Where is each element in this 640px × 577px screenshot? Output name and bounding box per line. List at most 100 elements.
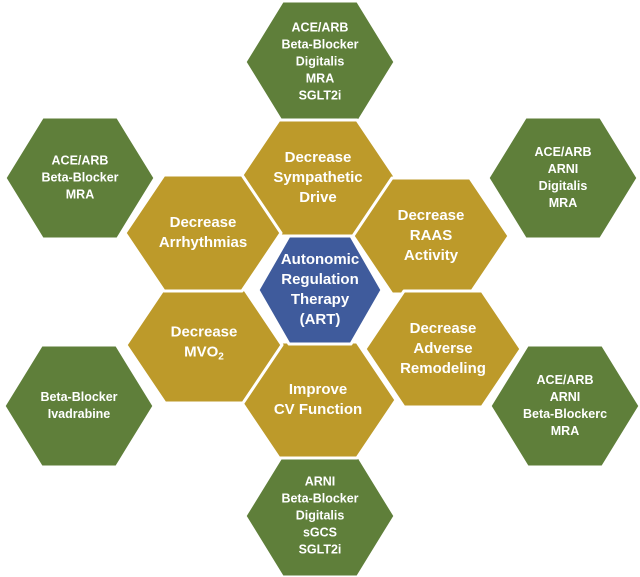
therapy-label-lower-right-text: ARNI	[549, 390, 581, 404]
effect-label-sympathetic-text: Drive	[299, 189, 337, 206]
effect-label-raas-line: Decrease	[398, 206, 465, 226]
center-label-art-line: (ART)	[281, 310, 359, 330]
center-label-art-text: (ART)	[299, 311, 341, 328]
effect-label-sympathetic-line: Decrease	[273, 148, 362, 168]
therapy-label-top-line: Digitalis	[281, 54, 358, 71]
therapy-label-lower-right-text: MRA	[550, 424, 580, 438]
therapy-label-upper-left-text: ACE/ARB	[51, 153, 109, 168]
therapy-label-lower-right-line: MRA	[523, 423, 607, 440]
therapy-label-lower-right-line: ACE/ARB	[523, 372, 607, 389]
therapy-hex-upper-left	[3, 115, 157, 241]
therapy-label-top-line: ACE/ARB	[281, 20, 358, 37]
therapy-label-bottom-text: Digitalis	[295, 508, 345, 523]
therapy-hex-lower-left	[2, 343, 156, 469]
effect-label-mvo2-text: Decrease	[170, 323, 238, 341]
therapy-label-upper-left-line: ACE/ARB	[41, 153, 118, 170]
therapy-label-upper-left-line: Beta-Blocker	[41, 170, 118, 187]
effect-label-sympathetic-line: Drive	[273, 188, 362, 208]
therapy-label-top-text: MRA	[305, 71, 335, 86]
center-hex-art	[256, 234, 384, 346]
effect-label-remodeling-text: Remodeling	[400, 360, 486, 377]
therapy-label-bottom-line: sGCS	[281, 525, 358, 542]
therapy-label-upper-left-line: MRA	[41, 187, 118, 204]
therapy-label-bottom-line: Beta-Blocker	[281, 491, 358, 508]
therapy-hex-upper-right	[486, 115, 640, 241]
therapy-label-top-line: SGLT2i	[281, 88, 358, 105]
effect-label-cv-function-text: CV Function	[273, 401, 363, 418]
therapy-label-bottom-text: SGLT2i	[298, 542, 342, 557]
effect-label-raas-line: Activity	[398, 246, 465, 266]
therapy-label-upper-left-text: MRA	[65, 187, 95, 202]
effect-label-remodeling-line: Decrease	[400, 319, 486, 339]
therapy-label-upper-right-text: ACE/ARB	[534, 145, 592, 159]
effect-label-cv-function-text: Improve	[288, 381, 348, 398]
therapy-label-bottom-line: Digitalis	[281, 508, 358, 525]
center-label-art-text: Autonomic	[280, 251, 360, 268]
effect-label-remodeling-line: Remodeling	[400, 359, 486, 379]
center-label-art-line: Therapy	[281, 290, 359, 310]
effect-label-arrhythmias-line: Arrhythmias	[159, 233, 247, 253]
effect-label-remodeling-line: Adverse	[400, 339, 486, 359]
therapy-label-lower-right-line: Beta-Blockerc	[523, 406, 607, 423]
center-label-art-text: Therapy	[290, 291, 350, 308]
effect-hex-arrhythmias	[123, 173, 283, 293]
therapy-label-bottom-line: SGLT2i	[281, 542, 358, 559]
effect-label-raas-text: Activity	[403, 247, 459, 264]
therapy-label-lower-left-text: Ivadrabine	[47, 407, 111, 421]
therapy-label-lower-left-line: Ivadrabine	[40, 406, 117, 423]
therapy-label-upper-left-text: Beta-Blocker	[41, 170, 119, 185]
therapy-hex-lower-right	[488, 343, 640, 469]
therapy-label-upper-right-line: ARNI	[535, 161, 592, 178]
therapy-label-upper-right-text: ARNI	[547, 162, 579, 176]
therapy-label-top-line: Beta-Blocker	[281, 37, 358, 54]
effect-label-arrhythmias-line: Decrease	[159, 213, 247, 233]
effect-label-raas-line: RAAS	[398, 226, 465, 246]
therapy-label-lower-right-text: Beta-Blockerc	[522, 407, 608, 421]
effect-label-arrhythmias-text: Arrhythmias	[158, 234, 248, 251]
effect-label-cv-function: Improve CV Function	[274, 380, 362, 420]
therapy-label-bottom-text: Beta-Blocker	[281, 491, 359, 506]
therapy-label-upper-right-line: ACE/ARB	[535, 144, 592, 161]
therapy-label-bottom-text: ARNI	[304, 474, 336, 489]
effect-label-mvo2-subscript: 2	[218, 351, 224, 363]
effect-label-mvo2-line: MVO2	[171, 343, 238, 368]
therapy-label-top-text: Digitalis	[295, 54, 345, 69]
effect-label-sympathetic-line: Sympathetic	[273, 168, 362, 188]
therapy-label-lower-left-line: Beta-Blocker	[40, 389, 117, 406]
effect-label-mvo2-line: Decrease	[171, 323, 238, 343]
therapy-label-upper-right-text: Digitalis	[538, 179, 588, 193]
effect-label-arrhythmias-text: Decrease	[169, 214, 237, 231]
effect-label-raas-text: RAAS	[409, 227, 453, 244]
effect-label-sympathetic-text: Decrease	[284, 149, 352, 166]
effect-hex-raas	[351, 176, 511, 296]
therapy-label-bottom-text: sGCS	[302, 525, 338, 540]
center-label-art-line: Regulation	[281, 270, 359, 290]
therapy-label-bottom-line: ARNI	[281, 474, 358, 491]
therapy-label-top-line: MRA	[281, 71, 358, 88]
effect-label-cv-function-line: CV Function	[274, 400, 362, 420]
effect-label-cv-function-line: Improve	[274, 380, 362, 400]
effect-label-mvo2-text: MVO	[184, 343, 219, 361]
therapy-label-lower-left-text: Beta-Blocker	[40, 390, 118, 404]
effect-hex-remodeling	[363, 289, 523, 409]
effect-label-sympathetic-text: Sympathetic	[273, 169, 363, 186]
therapy-label-top-text: Beta-Blocker	[281, 37, 359, 52]
center-label-art-line: Autonomic	[281, 250, 359, 270]
therapy-label-top-text: ACE/ARB	[291, 20, 349, 35]
therapy-label-top-text: SGLT2i	[298, 88, 342, 103]
effect-label-remodeling-text: Decrease	[409, 320, 477, 337]
center-label-art-text: Regulation	[281, 271, 359, 288]
effect-label-raas-text: Decrease	[397, 207, 465, 224]
effect-label-remodeling-text: Adverse	[413, 340, 473, 357]
